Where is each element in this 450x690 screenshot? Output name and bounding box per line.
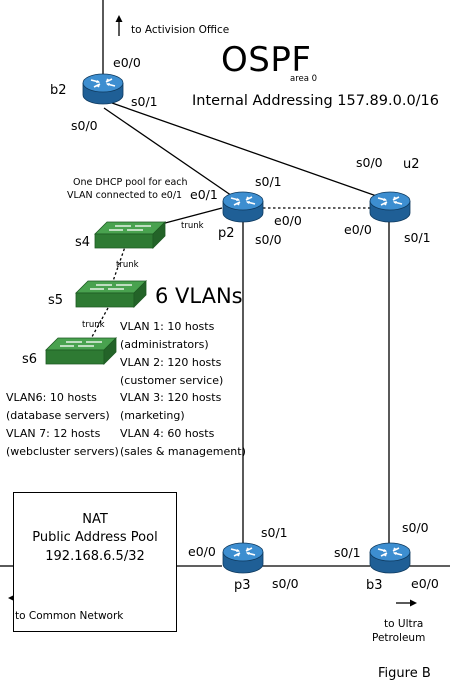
nat-pool-address: 192.168.6.5/32 [45,549,145,564]
vlan-right-line: (administrators) [120,338,209,351]
p2-e00-label: e0/0 [274,213,302,228]
arrow-right-icon [410,599,417,607]
switch-s5-icon[interactable] [74,279,148,311]
vlan-right-line: (marketing) [120,409,185,422]
p2-s01-label: s0/1 [255,174,282,189]
arrow-up-icon [115,15,123,22]
figure-label: Figure B [378,666,431,681]
switch-s4-icon[interactable] [93,220,167,252]
vlan-right-line: (sales & management) [120,445,246,458]
router-p3-name: p3 [234,578,251,593]
vlan-right-line: VLAN 1: 10 hosts [120,320,215,333]
vlan-left-line: (database servers) [6,409,110,422]
nat-pool-label: Public Address Pool [32,530,158,545]
router-u2-name: u2 [403,157,420,172]
ospf-area-label: area 0 [290,74,318,84]
b2-s00-label: s0/0 [71,118,98,133]
b3-s01-label: s0/1 [334,545,361,560]
nat-box: NAT Public Address Pool 192.168.6.5/32 [13,492,177,632]
router-b2-name: b2 [50,83,67,98]
p2-e01-label: e0/1 [190,187,218,202]
trunk-s5-s6 [87,307,109,345]
vlan-left-line: VLAN 7: 12 hosts [6,427,101,440]
router-p2-icon[interactable] [221,190,265,224]
switch-s6-name: s6 [22,352,38,367]
router-u2-icon[interactable] [368,190,412,224]
b2-e00-label: e0/0 [113,55,141,70]
link-b2-p2 [103,107,239,201]
ultra-petroleum-label: Petroleum [372,632,426,644]
to-ultra-label: to Ultra [384,618,424,630]
router-b3-icon[interactable] [368,541,412,575]
p3-s01-label: s0/1 [261,525,288,540]
vlan-left-line: (webcluster servers) [6,445,119,458]
link-b2-u2 [111,102,389,201]
vlans-title: 6 VLANs [155,284,243,308]
switch-s4-name: s4 [75,235,91,250]
dhcp-note-line-1: One DHCP pool for each [73,177,188,188]
router-b2-icon[interactable] [81,72,125,106]
to-activision-label: to Activision Office [131,24,230,36]
vlan-right-line: (customer service) [120,374,224,387]
b3-e00-label: e0/0 [411,576,439,591]
router-p2-name: p2 [218,226,235,241]
switch-s6-icon[interactable] [44,336,118,368]
nat-title: NAT [82,512,108,527]
u2-e00-label: e0/0 [344,222,372,237]
u2-s01-label: s0/1 [404,230,431,245]
internal-addressing: Internal Addressing 157.89.0.0/16 [192,93,440,109]
vlan-left-line: VLAN6: 10 hosts [6,391,97,404]
trunk-s4-s5 [111,243,127,285]
to-common-network-label: to Common Network [15,610,124,622]
p2-s00-label: s0/0 [255,232,282,247]
b2-s01-label: s0/1 [131,94,158,109]
p3-s00-label: s0/0 [272,576,299,591]
trunk-label-s5-s6: trunk [82,320,105,330]
router-p3-icon[interactable] [221,541,265,575]
vlan-right-line: VLAN 2: 120 hosts [120,356,222,369]
b3-s00-label: s0/0 [402,520,429,535]
router-b3-name: b3 [366,578,383,593]
trunk-label-p2-s4: trunk [181,221,204,231]
trunk-label-s4-s5: trunk [116,260,139,270]
dhcp-note-line-2: VLAN connected to e0/1 [67,190,183,201]
ospf-title: OSPF [221,40,312,80]
u2-s00-label: s0/0 [356,155,383,170]
switch-s5-name: s5 [48,293,64,308]
vlan-right-line: VLAN 3: 120 hosts [120,391,222,404]
p3-e00-label: e0/0 [188,544,216,559]
vlan-right-line: VLAN 4: 60 hosts [120,427,215,440]
